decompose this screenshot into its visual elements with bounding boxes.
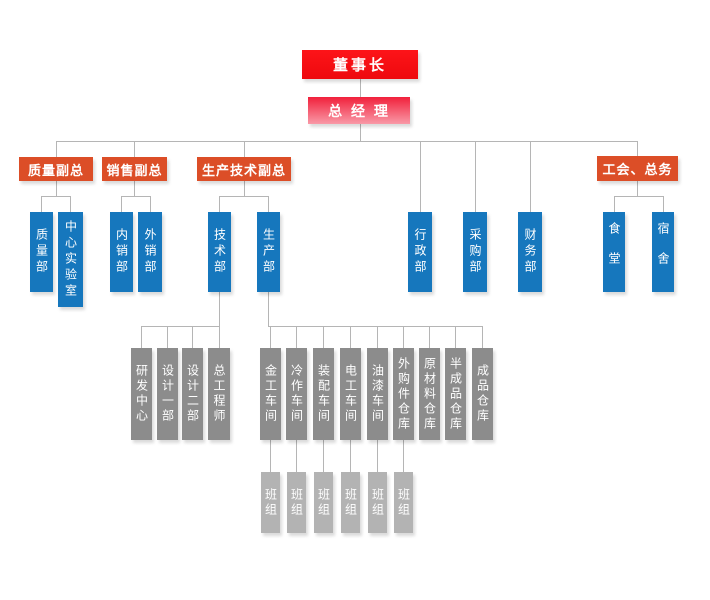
connector-line	[530, 141, 531, 212]
org-node-canteen: 食堂	[603, 212, 625, 292]
connector-line	[219, 196, 220, 212]
org-node-finance-dept: 财务部	[518, 212, 542, 292]
connector-line	[482, 326, 483, 348]
org-node-team-3: 班组	[314, 472, 333, 533]
org-node-dormitory: 宿舍	[652, 212, 674, 292]
org-node-metalwork-shop: 金工车间	[260, 348, 281, 440]
connector-line	[219, 196, 269, 197]
connector-line	[296, 326, 297, 348]
connector-line	[614, 196, 615, 212]
connector-line	[663, 196, 664, 212]
connector-line	[637, 181, 638, 196]
connector-line	[296, 440, 297, 472]
org-node-central-lab: 中心实验室	[58, 212, 83, 307]
connector-line	[403, 440, 404, 472]
connector-line	[270, 440, 271, 472]
connector-line	[377, 440, 378, 472]
org-node-finished-goods-warehouse: 成品仓库	[472, 348, 493, 440]
org-node-general-manager: 总 经 理	[308, 97, 410, 124]
connector-line	[614, 196, 664, 197]
connector-line	[323, 440, 324, 472]
org-node-vp-sales: 销售副总	[102, 157, 167, 181]
org-node-team-2: 班组	[287, 472, 306, 533]
org-node-quality-dept: 质量部	[30, 212, 53, 292]
org-node-team-1: 班组	[261, 472, 280, 533]
connector-line	[56, 141, 57, 157]
connector-line	[455, 326, 456, 348]
connector-line	[403, 326, 404, 348]
org-node-export-sales-dept: 外销部	[138, 212, 162, 292]
connector-line	[360, 79, 361, 97]
connector-line	[41, 196, 71, 197]
org-node-raw-material-warehouse: 原材料仓库	[419, 348, 440, 440]
connector-line	[56, 181, 57, 196]
org-node-design-dept-2: 设计二部	[182, 348, 203, 440]
connector-line	[268, 292, 269, 326]
org-node-team-4: 班组	[341, 472, 360, 533]
connector-line	[270, 326, 271, 348]
org-node-design-dept-1: 设计一部	[157, 348, 178, 440]
org-node-vp-production-tech: 生产技术副总	[197, 157, 291, 181]
org-node-vp-quality: 质量副总	[19, 157, 93, 181]
connector-line	[121, 196, 151, 197]
org-node-chairman: 董事长	[302, 50, 418, 79]
org-node-electrical-shop: 电工车间	[340, 348, 361, 440]
org-node-semi-finished-warehouse: 半成品仓库	[445, 348, 466, 440]
connector-line	[219, 326, 220, 348]
connector-line	[219, 292, 220, 326]
connector-line	[192, 326, 193, 348]
connector-line	[41, 196, 42, 212]
connector-line	[134, 141, 135, 157]
connector-line	[70, 196, 71, 212]
org-node-domestic-sales-dept: 内销部	[110, 212, 133, 292]
connector-line	[244, 181, 245, 196]
connector-line	[637, 141, 638, 157]
connector-line	[268, 196, 269, 212]
org-node-purchasing-dept: 采购部	[463, 212, 487, 292]
org-node-technology-dept: 技术部	[208, 212, 231, 292]
org-node-purchased-parts-warehouse: 外购件仓库	[393, 348, 414, 440]
connector-line	[360, 124, 361, 141]
org-node-team-5: 班组	[368, 472, 387, 533]
org-node-union-general-affairs: 工会、总务	[597, 156, 678, 181]
connector-line	[323, 326, 324, 348]
connector-line	[350, 440, 351, 472]
connector-line	[56, 141, 638, 142]
connector-line	[150, 196, 151, 212]
connector-line	[141, 326, 142, 348]
connector-line	[377, 326, 378, 348]
connector-line	[121, 196, 122, 212]
connector-line	[350, 326, 351, 348]
org-node-paint-shop: 油漆车间	[367, 348, 388, 440]
org-node-chief-engineer: 总工程师	[208, 348, 230, 440]
connector-line	[475, 141, 476, 212]
org-node-rd-center: 研发中心	[131, 348, 152, 440]
connector-line	[268, 326, 483, 327]
org-node-assembly-shop: 装配车间	[313, 348, 334, 440]
org-node-admin-dept: 行政部	[408, 212, 432, 292]
org-node-production-dept: 生产部	[257, 212, 280, 292]
org-node-coldwork-shop: 冷作车间	[286, 348, 307, 440]
connector-line	[429, 326, 430, 348]
org-node-team-6: 班组	[394, 472, 413, 533]
connector-line	[244, 141, 245, 157]
connector-line	[167, 326, 168, 348]
connector-line	[420, 141, 421, 212]
connector-line	[134, 181, 135, 196]
connector-line	[141, 326, 220, 327]
